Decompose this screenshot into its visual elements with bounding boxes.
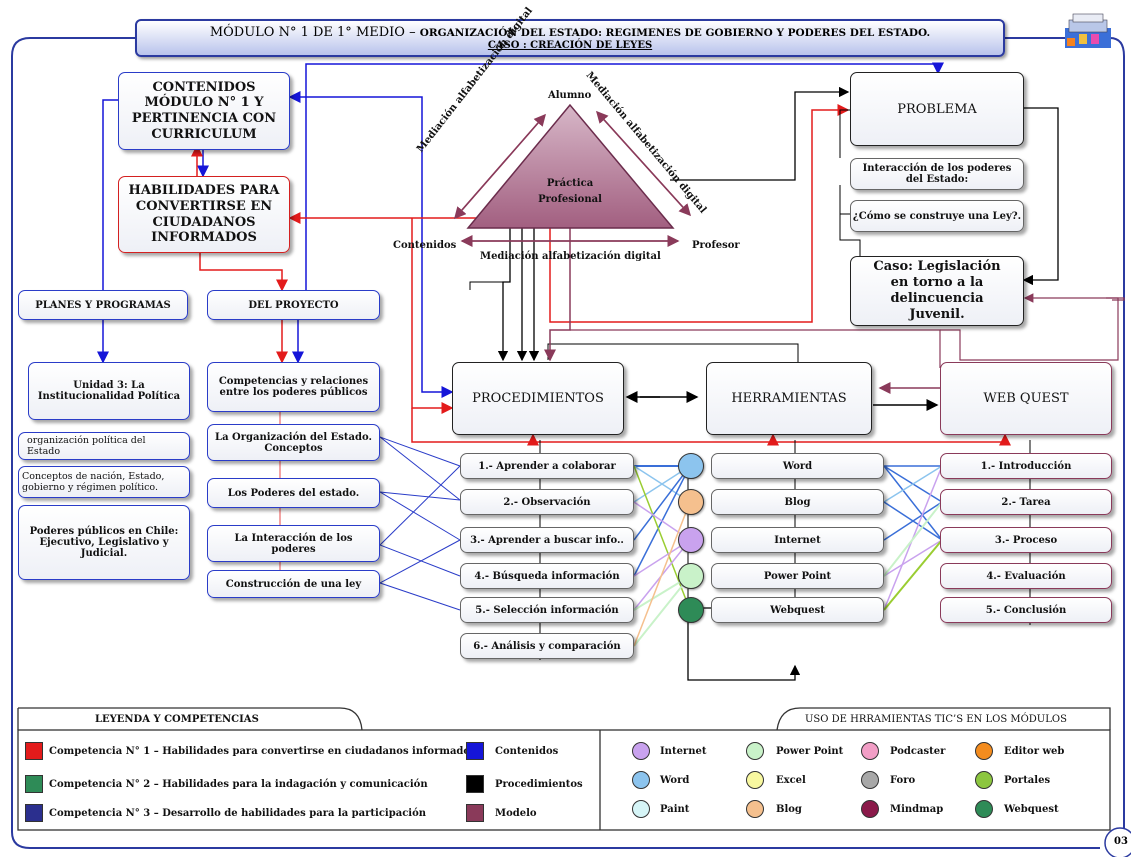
triangle-practica: Práctica Profesional [538,178,602,205]
org-politica-box: organización política del Estado [18,432,190,460]
como-ley-box: ¿Cómo se construye una Ley?. [850,200,1024,232]
tool-item: Internet [711,527,884,553]
tic-label: Power Point [776,746,844,757]
title-small-text: ORGANIZACIÓN DEL ESTADO: REGIMENES DE GO… [419,27,931,39]
legend-swatch [466,804,484,822]
legend-swatch [25,742,43,760]
practice-triangle [466,103,675,229]
unidad-box: Unidad 3: La Institucionalidad Política [28,362,190,420]
legend-item: Competencia N° 1 – Habilidades para conv… [49,746,476,757]
tic-label: Internet [660,746,707,757]
excel-icon [746,771,764,789]
blog-icon [678,489,704,515]
competencias-box: Competencias y relaciones entre los pode… [207,362,380,412]
tic-label: Blog [776,804,802,815]
internet-icon [678,527,704,553]
portales-icon [975,771,993,789]
webquest-step: 4.- Evaluación [940,563,1112,589]
procedure-item: 5.- Selección información [460,597,634,623]
powerpoint-icon [746,742,764,760]
webquest-icon [678,597,704,623]
planes-box: PLANES Y PROGRAMAS [18,290,188,320]
poderes-estado-box: Los Poderes del estado. [207,478,380,508]
tic-label: Portales [1004,775,1051,786]
blog-icon [746,800,764,818]
webquest-box: WEB QUEST [940,362,1112,435]
conceptos-box: Conceptos de nación, Estado, gobierno y … [18,466,190,498]
tic-label: Paint [660,804,690,815]
tic-label: Podcaster [890,746,946,757]
tic-label: Mindmap [890,804,944,815]
internet-icon [632,742,650,760]
webquest-step: 3.- Proceso [940,527,1112,553]
legend-title: LEYENDA Y COMPETENCIAS [95,714,259,725]
legend-line-item: Contenidos [495,746,559,757]
organizacion-box: La Organización del Estado. Conceptos [207,424,380,461]
contenidos-box: CONTENIDOS MÓDULO N° 1 Y PERTINENCIA CON… [118,72,290,150]
mediacion-bottom-label: Mediación alfabetización digital [480,251,661,262]
word-icon [678,453,704,479]
tics-title: USO DE HRRAMIENTAS TIC’S EN LOS MÓDULOS [805,714,1067,725]
tic-label: Webquest [1004,804,1059,815]
interaccion-box: La Interacción de los poderes [207,525,380,562]
foro-icon [861,771,879,789]
powerpoint-icon [678,563,704,589]
tool-item: Power Point [711,563,884,589]
tool-item: Blog [711,489,884,515]
tool-item: Word [711,453,884,479]
paint-icon [632,800,650,818]
tic-label: Excel [776,775,806,786]
page-title: MÓDULO N° 1 DE 1° MEDIO – ORGANIZACIÓN D… [135,19,1005,57]
editor-web-icon [975,742,993,760]
legend-item: Competencia N° 3 – Desarrollo de habilid… [49,808,427,819]
construccion-box: Construcción de una ley [207,570,380,598]
page-number: 03 [1114,836,1128,847]
legend-item: Competencia N° 2 – Habilidades para la i… [49,779,428,790]
habilidades-box: HABILIDADES PARA CONVERTIRSE EN CIUDADAN… [118,176,290,253]
caso-box: Caso: Legislación en torno a la delincue… [850,256,1024,326]
tic-label: Foro [890,775,916,786]
tic-label: Editor web [1004,746,1065,757]
herramientas-box: HERRAMIENTAS [706,362,872,435]
title-subtitle: CASO : CREACIÓN DE LEYES [487,40,653,51]
webquest-step: 1.- Introducción [940,453,1112,479]
legend-swatch [466,742,484,760]
procedure-item: 4.- Búsqueda información [460,563,634,589]
procedure-item: 6.- Análisis y comparación [460,633,634,659]
poderes-chile-box: Poderes públicos en Chile: Ejecutivo, Le… [18,505,190,580]
legend-line-item: Modelo [495,808,537,819]
legend-swatch [25,775,43,793]
webquest-step: 2.- Tarea [940,489,1112,515]
legend-line-item: Procedimientos [495,779,583,790]
procedimientos-box: PROCEDIMIENTOS [452,362,624,435]
mindmap-icon [861,800,879,818]
triangle-profesor: Profesor [692,240,740,251]
webquest-icon [975,800,993,818]
proyecto-box: DEL PROYECTO [207,290,380,320]
tool-item: Webquest [711,597,884,623]
legend-swatch [466,775,484,793]
podcaster-icon [861,742,879,760]
legend-swatch [25,804,43,822]
title-main-text: MÓDULO N° 1 DE 1° MEDIO – [209,25,420,40]
tic-label: Word [660,775,690,786]
word-icon [632,771,650,789]
triangle-alumno: Alumno [548,90,592,101]
interaccion-poderes-box: Interacción de los poderes del Estado: [850,158,1024,190]
procedure-item: 2.- Observación [460,489,634,515]
problema-box: PROBLEMA [850,72,1024,146]
procedure-item: 1.- Aprender a colaborar [460,453,634,479]
castle-logo-icon [1063,10,1113,50]
procedure-item: 3.- Aprender a buscar info.. [460,527,634,553]
webquest-step: 5.- Conclusión [940,597,1112,623]
triangle-contenidos: Contenidos [393,240,457,251]
